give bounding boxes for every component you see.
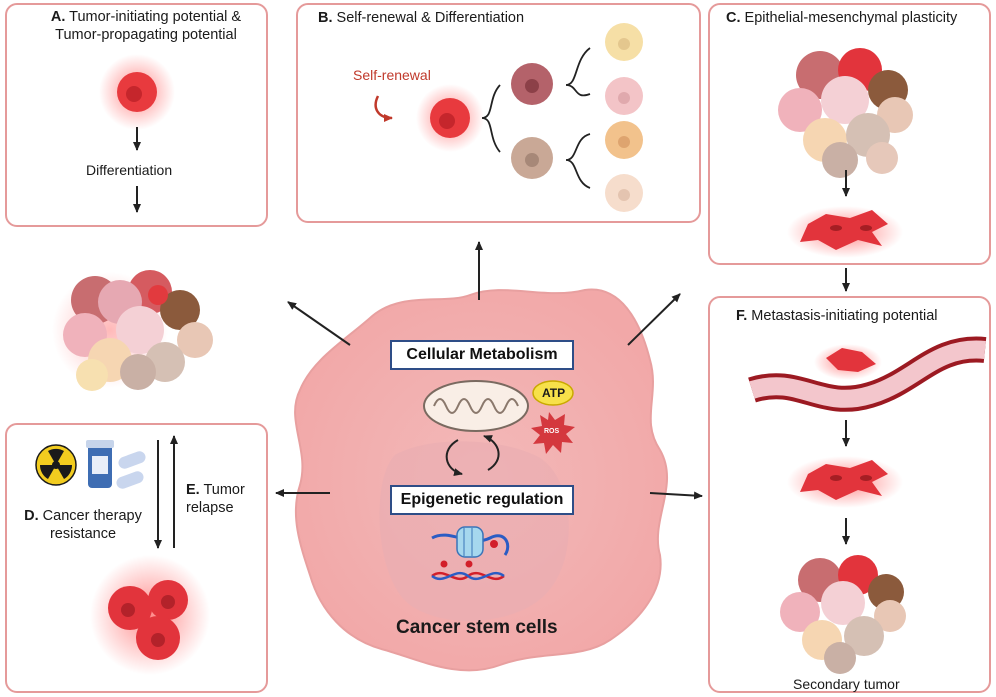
atp-label: ATP [542,386,566,400]
branch-b-3 [565,133,591,189]
mesenchymal-cells-f [787,456,903,508]
self-renewal-label: Self-renewal [353,67,431,83]
differentiated-cell-3 [605,121,643,159]
differentiated-cell-2 [605,77,643,115]
panel-f-title: F. Metastasis-initiating potential [736,308,938,324]
panel-c-tumor-cluster [778,48,913,178]
atp-badge-icon [532,380,574,406]
panel-a-cell [99,54,175,130]
cancer-stem-cells-caption: Cancer stem cells [396,617,558,638]
panel-c-title: C. Epithelial-mesenchymal plasticity [726,10,958,26]
branch-b-1 [481,84,501,153]
circulating-cell [814,344,882,380]
pill-bottle-icon [86,440,114,488]
progenitor-cell-top [511,63,553,105]
resistant-cells [90,555,210,675]
dna-helix-icon [431,560,505,581]
nucleosome-icon [431,526,510,558]
arrow-center-to-f [649,491,703,500]
panel-a-differentiation-label: Differentiation [86,162,173,178]
tumor-cluster-left [52,270,213,391]
blood-vessel-icon [748,336,987,412]
secondary-tumor-cluster [780,555,906,674]
ros-label: ROS [544,428,560,435]
mesenchymal-cells-c [787,206,903,258]
progenitor-cell-bottom [511,137,553,179]
branch-b-2 [565,47,591,97]
differentiated-cell-1 [605,23,643,61]
radiation-icon [35,444,77,486]
pills-icon [116,451,146,489]
panel-b-stem-cell [416,84,484,152]
epigenetic-regulation-box: Epigenetic regulation [390,485,574,515]
self-renewal-arrow-icon [374,95,393,122]
cellular-metabolism-box: Cellular Metabolism [390,340,574,370]
panel-a-title: A. Tumor-initiating potential &Tumor-pro… [50,9,242,43]
panel-b-title: B. Self-renewal & Differentiation [318,10,525,26]
ros-burst-icon [531,412,575,454]
cycle-arrows-icon [445,435,500,477]
arrow-center-to-c [627,293,681,346]
secondary-tumor-label: Secondary tumor [793,676,900,692]
mitochondrion-icon [423,380,529,432]
arrow-center-to-tumor [287,301,351,346]
differentiated-cell-4 [605,174,643,212]
